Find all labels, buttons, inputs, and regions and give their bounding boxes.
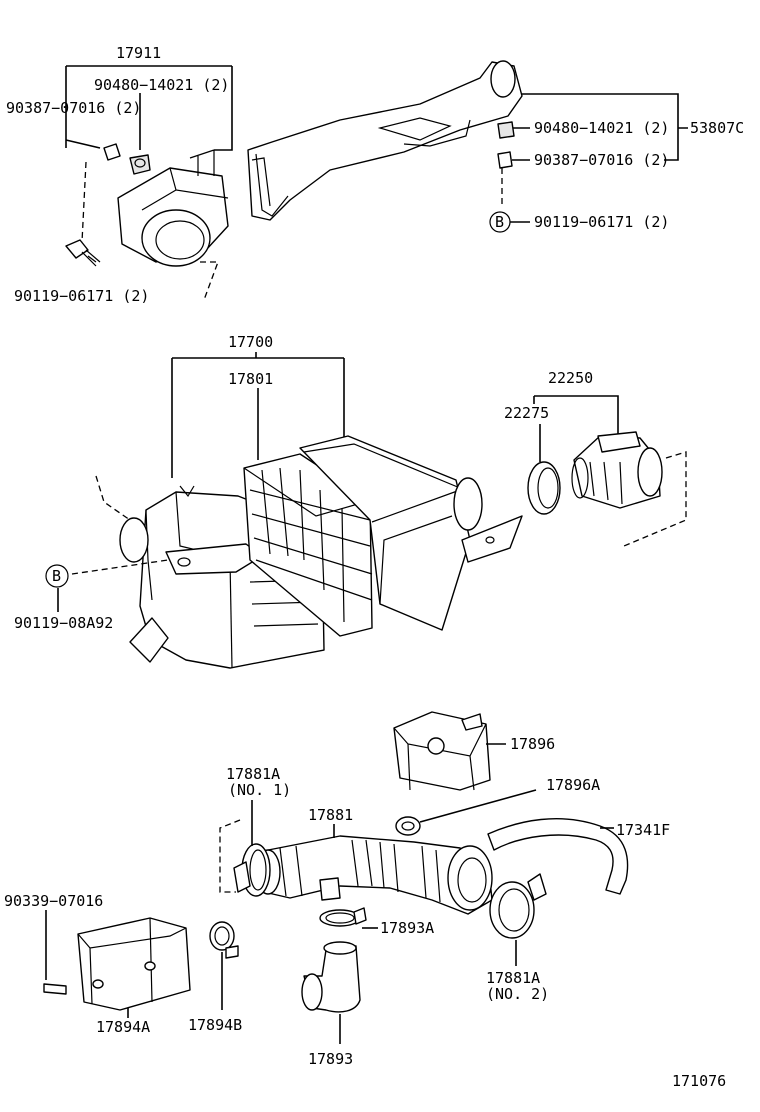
leader-17896a <box>419 789 537 823</box>
dashed-90119-a <box>81 161 87 243</box>
hose-clamp-17881a-no2 <box>489 873 547 939</box>
bracket-17700 <box>171 357 345 478</box>
air-cleaner-cap <box>299 435 523 631</box>
grommet-90387-b <box>497 151 513 169</box>
dashed-connector-outlet <box>200 261 219 301</box>
part-labels: 17911 90480−14021 (2) 90387−07016 (2) 90… <box>4 44 744 1090</box>
label-17894a: 17894A <box>96 1018 150 1036</box>
svg-text:B: B <box>52 567 61 585</box>
label-17881a-no1: 17881A <box>226 765 280 783</box>
air-cleaner-group <box>57 352 687 669</box>
elbow-hose-17893 <box>301 941 361 1013</box>
resonator-17894a <box>77 917 191 1011</box>
air-flow-meter-22250 <box>571 431 663 509</box>
label-17801: 17801 <box>228 370 273 388</box>
label-17700: 17700 <box>228 333 273 351</box>
hose-clamp-17881a-no1 <box>233 843 271 897</box>
hose-clamp-17893a <box>319 907 367 927</box>
clip-90480-b <box>497 121 515 139</box>
label-17894b: 17894B <box>188 1016 242 1034</box>
ref-callout-b-mid: B <box>45 564 69 588</box>
dashed-meter-outlet <box>623 451 687 547</box>
intake-duct-53807c <box>247 60 523 221</box>
label-53807c: 53807C <box>690 119 744 137</box>
label-17911: 17911 <box>116 44 161 62</box>
label-90480-14021-b: 90480−14021 (2) <box>534 119 669 137</box>
label-17896a: 17896A <box>546 776 600 794</box>
clamp-22275 <box>527 461 561 515</box>
pin-90339-07016 <box>43 983 67 995</box>
bracket-17911 <box>65 65 233 151</box>
label-17893: 17893 <box>308 1050 353 1068</box>
vacuum-hose-17341f <box>487 817 629 895</box>
grommet-90387-a <box>103 143 121 161</box>
label-90387-07016-a: 90387−07016 (2) <box>6 99 141 117</box>
air-filter-element-17801 <box>243 453 373 637</box>
label-17896: 17896 <box>510 735 555 753</box>
label-90119-08a92: 90119−08A92 <box>14 614 113 632</box>
label-17881a-no2: 17881A <box>486 969 540 987</box>
intake-connector-group <box>65 60 688 301</box>
label-22275: 22275 <box>504 404 549 422</box>
label-17341f: 17341F <box>616 821 670 839</box>
label-17881: 17881 <box>308 806 353 824</box>
label-90339-07016: 90339−07016 <box>4 892 103 910</box>
label-90119-06171-b: 90119−06171 (2) <box>534 213 669 231</box>
dashed-b-ref-mid <box>71 559 169 575</box>
hose-clamp-17894b <box>209 921 239 959</box>
air-cleaner-case-lower <box>119 485 325 669</box>
label-17893a: 17893A <box>380 919 434 937</box>
air-cleaner-hose-17881 <box>255 835 493 915</box>
dashed-case-inlet <box>95 475 131 521</box>
label-90480-14021-a: 90480−14021 (2) <box>94 76 229 94</box>
leader-90387-a <box>65 139 101 149</box>
label-17881a-no2-sub: (NO. 2) <box>486 985 549 1003</box>
resonator-17896 <box>393 711 491 791</box>
label-diagram-id: 171076 <box>672 1072 726 1090</box>
bracket-53807c <box>522 93 688 161</box>
intake-connector-17911 <box>117 149 229 267</box>
dashed-clamp-no1 <box>219 819 241 893</box>
svg-text:B: B <box>495 213 504 231</box>
label-17881a-no1-sub: (NO. 1) <box>228 781 291 799</box>
intake-hose-group <box>43 711 629 1044</box>
ref-callout-b-top: B <box>489 211 511 233</box>
label-22250: 22250 <box>548 369 593 387</box>
hose-clamp-17896a <box>395 816 421 836</box>
clip-90480-a <box>129 154 151 175</box>
bolt-90119-a <box>65 239 101 267</box>
bracket-22250 <box>533 395 619 438</box>
label-90387-07016-b: 90387−07016 (2) <box>534 151 669 169</box>
label-90119-06171-a: 90119−06171 (2) <box>14 287 149 305</box>
